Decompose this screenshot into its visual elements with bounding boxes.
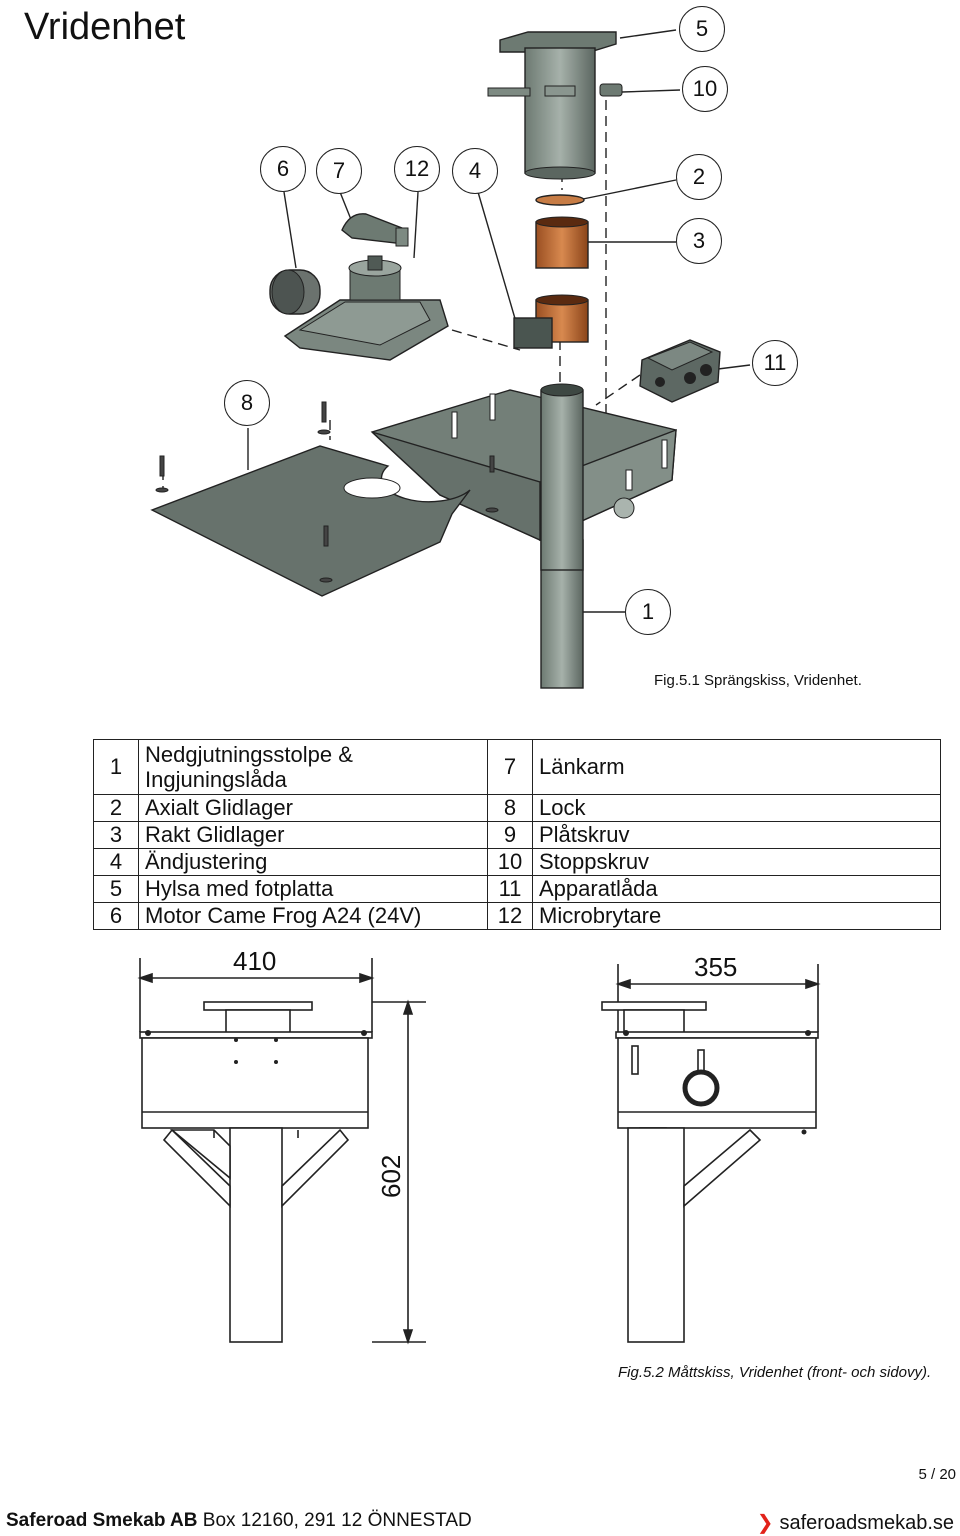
part-name: Nedgjutningsstolpe & Ingjuningslåda — [138, 739, 488, 795]
part-name: Apparatlåda — [532, 875, 941, 903]
callout-8: 8 — [224, 380, 270, 426]
part-number: 6 — [93, 902, 139, 930]
figure1-caption: Fig.5.1 Sprängskiss, Vridenhet. — [654, 672, 862, 689]
table-row: 3 Rakt Glidlager 9 Plåtskruv — [93, 821, 941, 849]
table-row: 5 Hylsa med fotplatta 11 Apparatlåda — [93, 875, 941, 903]
motor-part — [269, 255, 449, 361]
part-number: 2 — [93, 794, 139, 822]
company-address: Box 12160, 291 12 ÖNNESTAD — [202, 1510, 472, 1531]
callout-5: 5 — [679, 6, 725, 52]
post-box-part — [370, 383, 677, 689]
link-arm-part — [341, 213, 409, 247]
website-link[interactable]: saferoadsmekab.se — [779, 1512, 954, 1534]
junction-box-part — [639, 339, 721, 403]
part-number: 4 — [93, 848, 139, 876]
callout-10: 10 — [682, 66, 728, 112]
part-name: Motor Came Frog A24 (24V) — [138, 902, 488, 930]
height-dimension: 602 — [376, 1154, 406, 1198]
part-name: Ändjustering — [138, 848, 488, 876]
callout-4: 4 — [452, 148, 498, 194]
lid-part — [150, 445, 471, 597]
part-name: Lock — [532, 794, 941, 822]
part-name: Stoppskruv — [532, 848, 941, 876]
figure2-caption: Fig.5.2 Måttskiss, Vridenhet (front- och… — [618, 1364, 932, 1381]
table-row: 6 Motor Came Frog A24 (24V) 12 Microbryt… — [93, 902, 941, 930]
dimension-drawing — [137, 958, 821, 1345]
callout-6: 6 — [260, 146, 306, 192]
part-number: 8 — [487, 794, 533, 822]
footer-website[interactable]: ❯saferoadsmekab.se — [757, 1510, 954, 1535]
table-row: 1 Nedgjutningsstolpe & Ingjuningslåda 7 … — [93, 739, 941, 795]
table-row: 2 Axialt Glidlager 8 Lock — [93, 794, 941, 822]
part-number: 11 — [487, 875, 533, 903]
company-name: Saferoad Smekab AB — [6, 1510, 198, 1531]
leader-lines — [247, 29, 751, 613]
callout-3: 3 — [676, 218, 722, 264]
part-name: Microbrytare — [532, 902, 941, 930]
part-number: 9 — [487, 821, 533, 849]
part-name: Rakt Glidlager — [138, 821, 488, 849]
callout-11: 11 — [752, 340, 798, 386]
parts-table: 1 Nedgjutningsstolpe & Ingjuningslåda 7 … — [93, 739, 941, 930]
part-number: 1 — [93, 739, 139, 795]
sleeve-part — [487, 31, 623, 180]
side-width-dimension: 355 — [694, 952, 738, 982]
table-row: 4 Ändjustering 10 Stoppskruv — [93, 848, 941, 876]
part-number: 5 — [93, 875, 139, 903]
washer-part — [535, 194, 585, 206]
part-name: Axialt Glidlager — [138, 794, 488, 822]
part-number: 10 — [487, 848, 533, 876]
part-name: Hylsa med fotplatta — [138, 875, 488, 903]
screws-part — [155, 401, 499, 583]
front-width-dimension: 410 — [233, 946, 277, 976]
callout-12: 12 — [394, 146, 440, 192]
part-number: 7 — [487, 739, 533, 795]
page-title: Vridenhet — [24, 6, 186, 48]
callout-2: 2 — [676, 154, 722, 200]
part-name: Länkarm — [532, 739, 941, 795]
footer-company-info: Saferoad Smekab AB Box 12160, 291 12 ÖNN… — [6, 1510, 472, 1532]
part-name: Plåtskruv — [532, 821, 941, 849]
exploded-view-drawing — [150, 29, 751, 689]
callout-1: 1 — [625, 589, 671, 635]
callout-7: 7 — [316, 148, 362, 194]
part-number: 12 — [487, 902, 533, 930]
chevron-right-icon: ❯ — [756, 1512, 774, 1534]
part-number: 3 — [93, 821, 139, 849]
page-number: 5 / 20 — [918, 1466, 956, 1483]
end-adjust-part — [513, 317, 553, 349]
